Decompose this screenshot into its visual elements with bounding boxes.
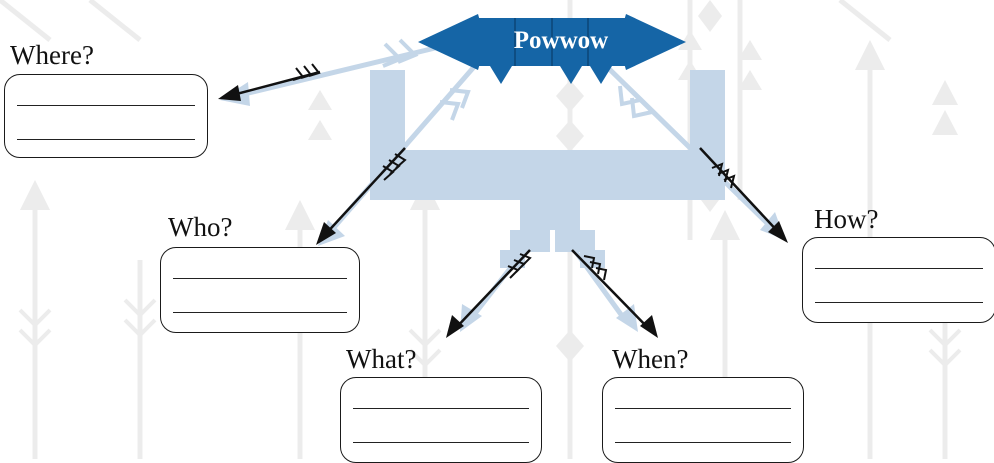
arrow-to-how	[699, 147, 783, 237]
answer-line-1[interactable]	[353, 408, 529, 409]
arrow-to-what	[451, 249, 531, 333]
black-fletching	[292, 63, 736, 281]
answer-line-2[interactable]	[17, 139, 195, 140]
answer-line-1[interactable]	[173, 278, 347, 279]
answer-line-2[interactable]	[615, 442, 791, 443]
when-label: When?	[612, 344, 689, 374]
answer-line-1[interactable]	[815, 268, 983, 269]
what-answer-box[interactable]	[340, 377, 542, 463]
title-banner	[418, 14, 686, 84]
diagram-title: Powwow	[513, 27, 609, 54]
answer-line-1[interactable]	[615, 408, 791, 409]
arrow-to-when	[571, 249, 653, 333]
answer-line-1[interactable]	[17, 105, 195, 106]
answer-line-2[interactable]	[173, 312, 347, 313]
how-label: How?	[814, 204, 879, 234]
answer-line-2[interactable]	[353, 442, 529, 443]
central-motif	[370, 70, 725, 268]
who-label: Who?	[168, 212, 233, 242]
what-label: What?	[346, 344, 417, 374]
how-answer-box[interactable]	[802, 237, 994, 323]
arrow-to-who	[321, 147, 406, 239]
when-answer-box[interactable]	[602, 377, 804, 463]
answer-line-2[interactable]	[815, 302, 983, 303]
where-answer-box[interactable]	[4, 74, 208, 158]
who-answer-box[interactable]	[160, 247, 360, 333]
where-label: Where?	[10, 40, 94, 70]
light-fletching	[382, 38, 653, 121]
